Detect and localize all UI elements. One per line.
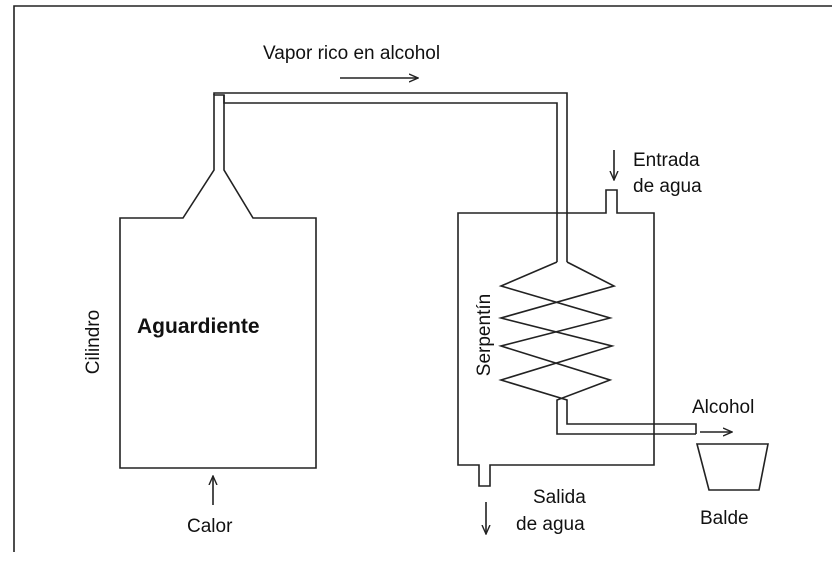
vapor-pipe-inner	[223, 95, 558, 262]
condenser-tank	[457, 189, 655, 487]
salida-label-line2: de agua	[516, 514, 585, 535]
cilindro-label: Cilindro	[83, 310, 104, 374]
balde-label: Balde	[700, 508, 749, 529]
vapor-label: Vapor rico en alcohol	[263, 43, 440, 64]
salida-label-line1: Salida	[533, 487, 586, 508]
serpentin-coil-inner	[497, 261, 697, 434]
alcohol-label: Alcohol	[692, 397, 754, 418]
serpentin-label: Serpentín	[474, 294, 495, 376]
entrada-label-line2: de agua	[633, 176, 702, 197]
calor-label: Calor	[187, 516, 233, 537]
vapor-pipe-outer	[213, 92, 568, 262]
entrada-label-line1: Entrada	[633, 150, 700, 171]
bucket	[695, 443, 769, 491]
aguardiente-label: Aguardiente	[137, 315, 260, 338]
serpentin-coil	[498, 261, 696, 435]
boiler-cylinder	[119, 94, 317, 469]
frame-border	[13, 5, 832, 552]
